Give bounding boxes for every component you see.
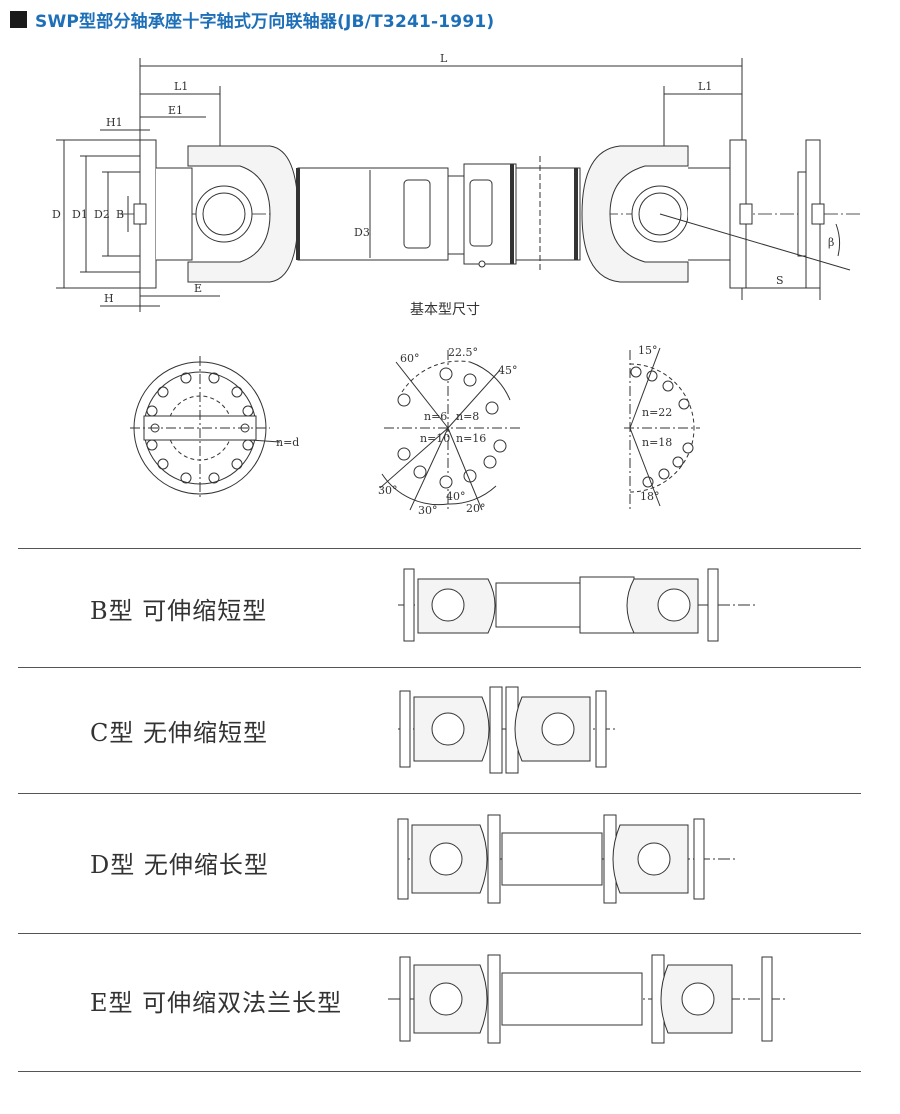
type-table: B型 可伸缩短型 C型 无伸缩短型 [18, 548, 861, 1072]
type-row-c: C型 无伸缩短型 [18, 667, 861, 794]
dim-D: D [52, 208, 61, 221]
dim-D2: D2 [94, 208, 110, 221]
n-label: n=8 [456, 410, 479, 423]
angle-label: 18° [640, 490, 660, 503]
header: SWP型部分轴承座十字轴式万向联轴器(JB/T3241-1991) [10, 6, 494, 32]
dim-H1: H1 [106, 116, 123, 129]
angle-label: 30° [418, 504, 438, 517]
type-e-diagram [388, 954, 788, 1044]
angle-label: 40° [446, 490, 466, 503]
dim-E: E [194, 282, 202, 295]
n-label: n=6 [424, 410, 447, 423]
type-label: D型 无伸缩长型 [90, 851, 269, 879]
n-label: n=18 [642, 436, 672, 449]
angle-label: 30° [378, 484, 398, 497]
dim-L1-left: L1 [174, 80, 188, 93]
n-label: n=22 [642, 406, 672, 419]
type-label: B型 可伸缩短型 [90, 597, 268, 625]
dim-H: H [104, 292, 114, 305]
angle-label: 20° [466, 502, 486, 515]
type-row-e: E型 可伸缩双法兰长型 [18, 933, 861, 1071]
dim-L1-right: L1 [698, 80, 712, 93]
dim-beta: β [828, 236, 834, 249]
header-square-icon [10, 10, 27, 28]
type-label: E型 可伸缩双法兰长型 [90, 989, 343, 1017]
flange-label: n=d [276, 436, 299, 449]
n-label: n=16 [456, 432, 486, 445]
angle-label: 45° [498, 364, 518, 377]
type-label: C型 无伸缩短型 [90, 719, 268, 747]
dim-S: S [776, 274, 784, 287]
angle-label: 22.5° [448, 346, 478, 359]
n-label: n=10 [420, 432, 450, 445]
type-b-diagram [398, 568, 758, 642]
type-d-diagram [397, 814, 738, 904]
dim-D1: D1 [72, 208, 88, 221]
angle-label: 15° [638, 344, 658, 357]
type-row-b: B型 可伸缩短型 [18, 549, 861, 668]
angle-label: 60° [400, 352, 420, 365]
dim-E1: E1 [168, 104, 183, 117]
drawing-caption: 基本型尺寸 [410, 301, 480, 318]
type-row-d: D型 无伸缩长型 [18, 793, 861, 934]
dim-L: L [440, 52, 448, 65]
dim-B: B [116, 208, 124, 221]
dim-D3: D3 [354, 226, 370, 239]
technical-drawing: L L1 E1 H1 L1 D D1 D2 B D3 H E S β 基本型尺寸… [52, 52, 860, 517]
page-title: SWP型部分轴承座十字轴式万向联轴器(JB/T3241-1991) [35, 11, 495, 32]
type-c-diagram [398, 686, 618, 774]
